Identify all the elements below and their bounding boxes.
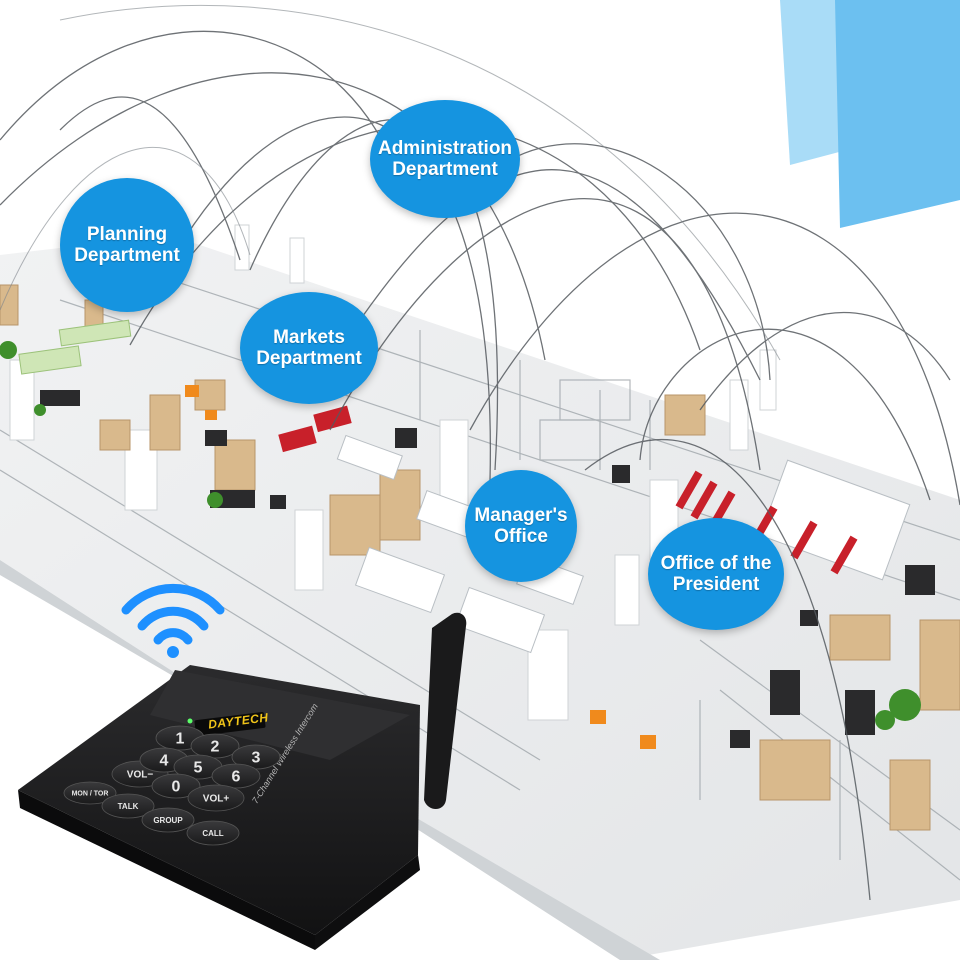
white-desk-clusters bbox=[336, 434, 911, 654]
device-front-edge bbox=[18, 790, 315, 950]
display-screen bbox=[194, 712, 266, 736]
columns bbox=[9, 224, 777, 721]
signal-arcs bbox=[0, 30, 960, 901]
antenna bbox=[424, 612, 467, 809]
signal-arcs-light bbox=[0, 4, 781, 361]
black-seating bbox=[40, 390, 935, 748]
bubble-managers-office: Manager's Office bbox=[465, 470, 577, 582]
bubble-planning-department: Planning Department bbox=[60, 178, 194, 312]
speaker-area bbox=[150, 670, 410, 760]
wood-furniture bbox=[0, 284, 960, 831]
ribbon-front bbox=[835, 0, 960, 228]
bubble-administration-department: Administration Department bbox=[370, 100, 520, 218]
device-side-edge bbox=[315, 855, 420, 950]
orange-chairs bbox=[185, 385, 656, 749]
bubble-office-of-the-president: Office of the President bbox=[648, 518, 784, 630]
wifi-signal-icon bbox=[121, 584, 225, 658]
green-desks bbox=[18, 319, 132, 375]
power-led bbox=[187, 718, 193, 724]
bubble-markets-department: Markets Department bbox=[240, 292, 378, 404]
plants bbox=[0, 341, 921, 730]
